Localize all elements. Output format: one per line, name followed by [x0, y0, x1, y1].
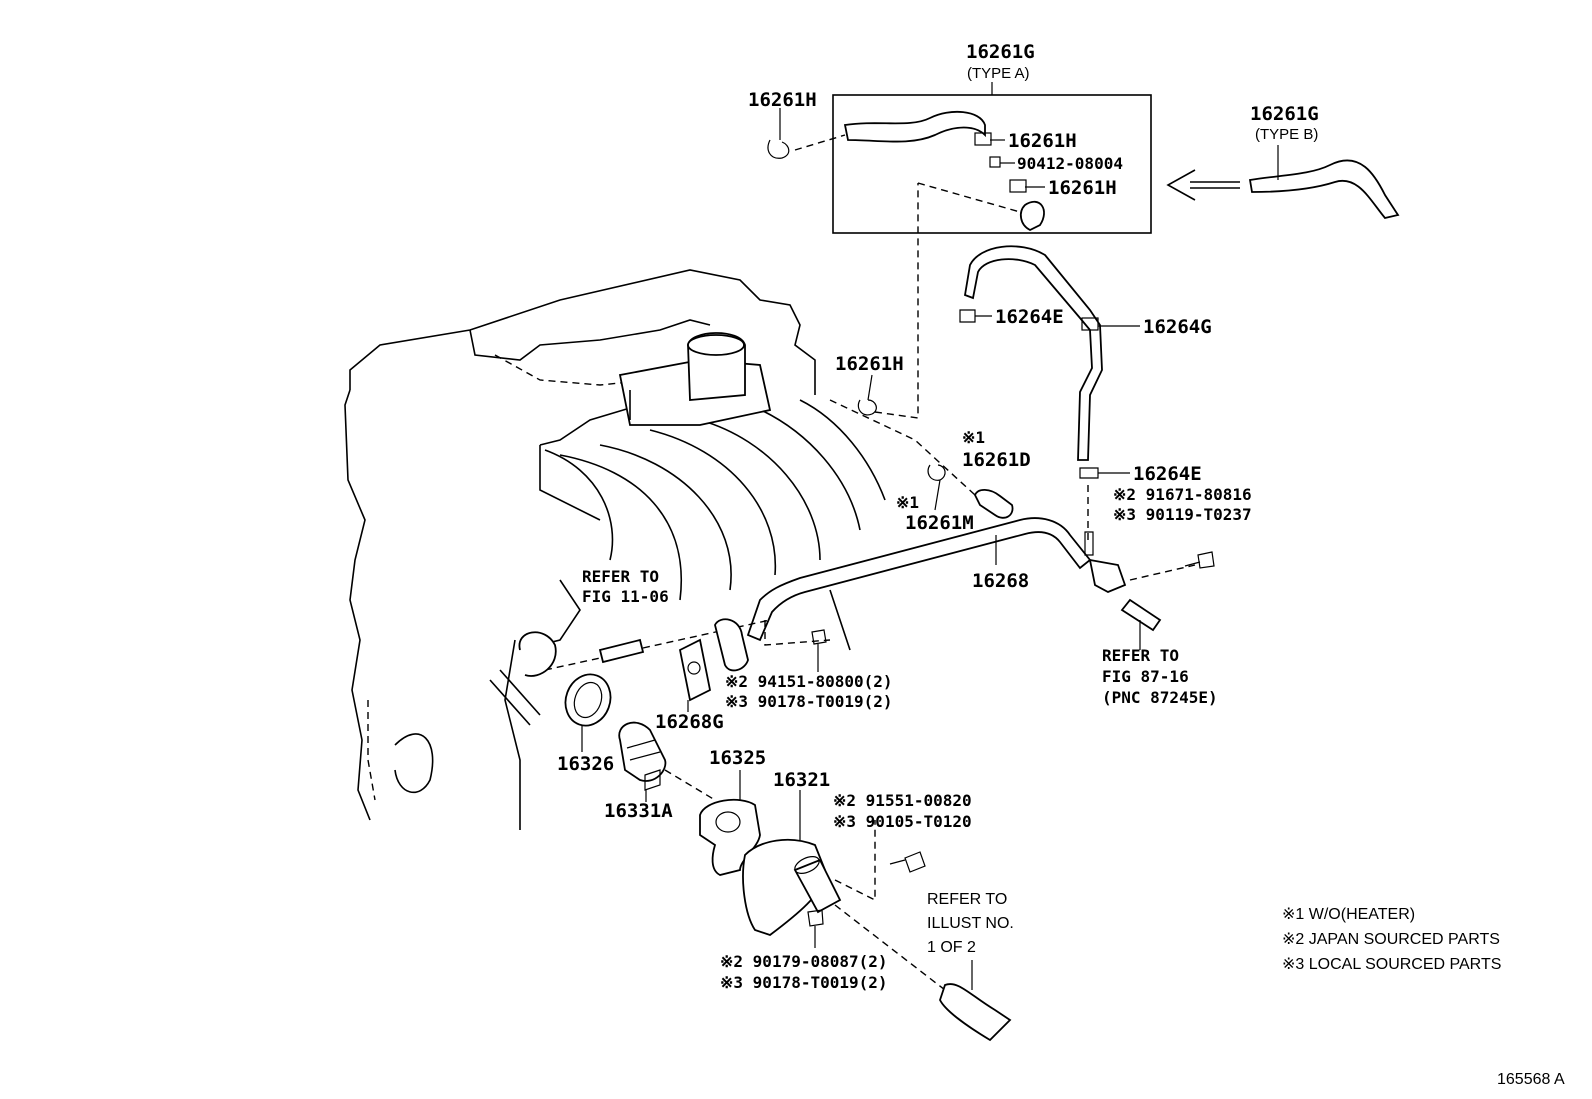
label-note-90119: ※3 90119-T0237 — [1113, 505, 1252, 524]
label-note-90105: ※3 90105-T0120 — [833, 812, 972, 831]
label-ref-87-16-line3: (PNC 87245E) — [1102, 688, 1218, 707]
label-16268g: 16268G — [655, 711, 724, 733]
label-note-90179: ※2 90179-08087(2) — [720, 952, 888, 971]
label-16268: 16268 — [972, 570, 1029, 592]
label-ref-87-16-line2: FIG 87-16 — [1102, 667, 1189, 686]
stud-gasket-group — [489, 618, 831, 727]
label-16261h-top: 16261H — [748, 89, 817, 111]
legend-item-1: ※1 W/O(HEATER) — [1282, 906, 1415, 923]
footnote-legend: ※1 W/O(HEATER) ※2 JAPAN SOURCED PARTS ※3… — [1282, 906, 1501, 973]
label-note-90178a: ※3 90178-T0019(2) — [725, 692, 893, 711]
label-ref-87-16-line1: REFER TO — [1102, 646, 1179, 665]
label-90412-08004: 90412-08004 — [1017, 154, 1123, 173]
callout-labels: 16261G (TYPE A) 16261H 16261H 90412-0800… — [557, 41, 1319, 992]
water-inlet-16321 — [742, 790, 1012, 1042]
label-16261h-box2: 16261H — [1048, 177, 1117, 199]
label-ref-11-06-line2: FIG 11-06 — [582, 587, 669, 606]
label-16261h-mid: 16261H — [835, 353, 904, 375]
label-mark1-a: ※1 — [962, 428, 985, 447]
type-a-detail-box — [832, 82, 1152, 234]
label-16261g-type-b: 16261G — [1250, 103, 1319, 125]
label-note-91551: ※2 91551-00820 — [833, 791, 972, 810]
label-16261d: 16261D — [962, 449, 1031, 471]
label-type-a: (TYPE A) — [967, 65, 1030, 82]
figure-id: 165568 A — [1497, 1071, 1565, 1088]
bolt-90119 — [1184, 551, 1215, 569]
hose-16261d — [829, 183, 1014, 519]
label-16321: 16321 — [773, 769, 830, 791]
label-16261h-box1: 16261H — [1008, 130, 1077, 152]
label-16264e-top: 16264E — [995, 306, 1064, 328]
label-16261g-type-a: 16261G — [966, 41, 1035, 63]
label-ref-11-06-line1: REFER TO — [582, 567, 659, 586]
label-ref-illust-line2: ILLUST NO. — [927, 915, 1014, 932]
label-note-91671: ※2 91671-80816 — [1113, 485, 1252, 504]
label-16326: 16326 — [557, 753, 614, 775]
label-16331a: 16331A — [604, 800, 673, 822]
label-16264g: 16264G — [1143, 316, 1212, 338]
label-note-90178b: ※3 90178-T0019(2) — [720, 973, 888, 992]
clamp-16261h-top — [767, 108, 846, 159]
label-note-94151: ※2 94151-80800(2) — [725, 672, 893, 691]
label-16264e-low: 16264E — [1133, 463, 1202, 485]
pipe-16268 — [746, 517, 1196, 650]
type-b-hose — [1166, 145, 1400, 220]
label-type-b: (TYPE B) — [1255, 126, 1318, 143]
label-16325: 16325 — [709, 747, 766, 769]
label-ref-illust-line3: 1 OF 2 — [927, 939, 976, 956]
legend-item-3: ※3 LOCAL SOURCED PARTS — [1282, 956, 1501, 973]
engine-block-drawing — [344, 269, 886, 830]
label-ref-illust-line1: REFER TO — [927, 891, 1007, 908]
legend-item-2: ※2 JAPAN SOURCED PARTS — [1282, 931, 1500, 948]
label-16261m: 16261M — [905, 512, 974, 534]
thermostat-16331a — [581, 721, 716, 802]
label-mark1-b: ※1 — [896, 493, 919, 512]
hose-16264g — [959, 245, 1140, 545]
